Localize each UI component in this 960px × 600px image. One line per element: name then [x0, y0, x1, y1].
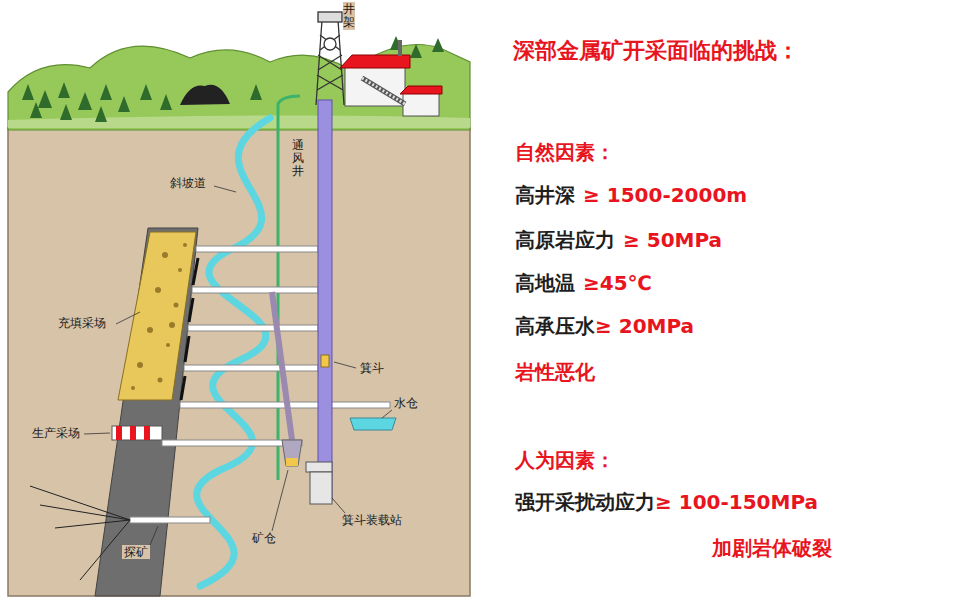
- factor-name: 高地温: [515, 271, 575, 295]
- skip-label: 箕斗: [358, 361, 386, 375]
- stope-label: 生产采场: [30, 426, 82, 440]
- factor-name: 高井深: [515, 183, 575, 207]
- level-drifts: [130, 246, 390, 523]
- hills: [8, 44, 470, 130]
- headframe: [316, 12, 344, 105]
- leader-lines: [84, 186, 392, 545]
- ramp-label: 斜坡道: [168, 176, 208, 190]
- loading-station: [306, 462, 332, 504]
- factor-value: ≥ 50MPa: [623, 228, 722, 252]
- ore-pass: [272, 292, 302, 466]
- section-heading: 自然因素：: [515, 140, 615, 164]
- exploration-holes: [30, 486, 130, 580]
- factor-value: ≥45℃: [583, 271, 652, 295]
- factor-value: ≥ 20MPa: [595, 314, 694, 338]
- factor-value: ≥ 100-150MPa: [655, 490, 818, 514]
- ore-body-dark: [95, 228, 198, 596]
- factor-value: ≥ 1500-2000m: [583, 183, 747, 207]
- vent-label: 通风井: [292, 138, 304, 180]
- skip: [321, 355, 329, 367]
- orebin-label: 矿仓: [250, 531, 278, 545]
- sump-label: 水仓: [392, 396, 420, 410]
- factor-name: 高承压水: [515, 314, 595, 338]
- factor-effect: 加剧岩体破裂: [712, 536, 832, 560]
- frame-label: 井架: [343, 2, 355, 30]
- filled-stope: [118, 232, 196, 400]
- main-shaft: [318, 100, 332, 500]
- surface-buildings: [340, 40, 442, 116]
- exploration-label: 探矿: [122, 545, 150, 559]
- station-label: 箕斗装载站: [340, 513, 404, 527]
- fill-dots: [131, 243, 187, 390]
- trees: [22, 36, 444, 122]
- water-sump: [350, 418, 396, 430]
- coal-pile: [180, 85, 230, 105]
- section-heading: 人为因素：: [515, 448, 615, 472]
- surface-strip: [8, 115, 470, 128]
- factor-name: 强开采扰动应力: [515, 490, 655, 514]
- factor-name: 高原岩应力: [515, 228, 615, 252]
- factor-name: 岩性恶化: [515, 360, 595, 384]
- stope-label: 充填采场: [56, 316, 108, 330]
- slide-title: 深部金属矿开采面临的挑战：: [513, 38, 799, 64]
- production-stope: [112, 426, 162, 440]
